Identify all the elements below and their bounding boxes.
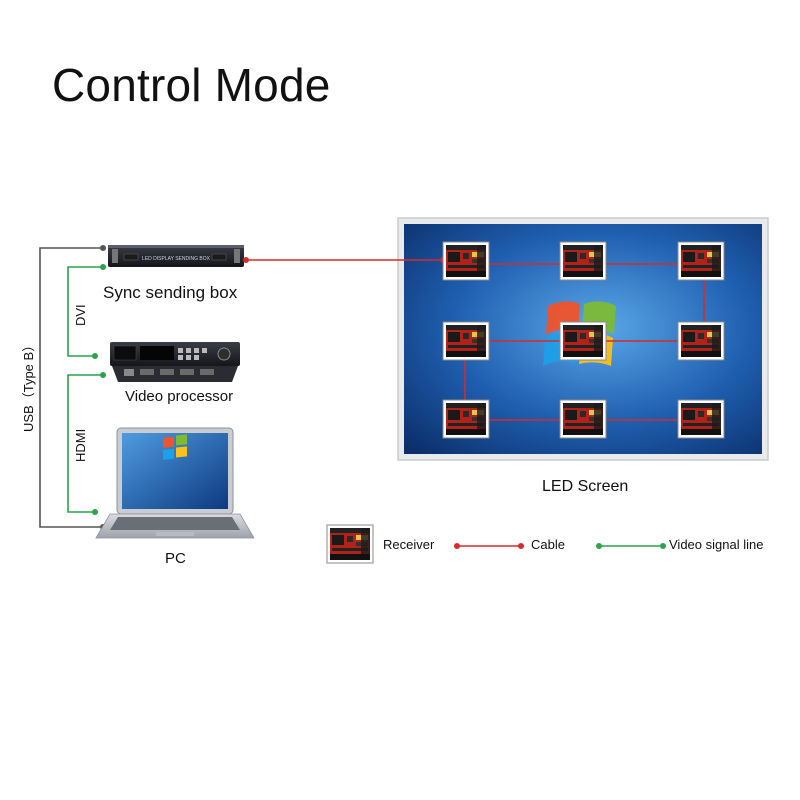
- video-processor-device: [110, 342, 240, 382]
- sync-sending-box: LED DISPLAY SENDING BOX: [108, 245, 244, 267]
- receiver-grid: [442, 241, 725, 439]
- receiver-board: [442, 321, 490, 361]
- page-title: Control Mode: [52, 59, 331, 111]
- sync-box-faceplate-text: LED DISPLAY SENDING BOX: [142, 256, 211, 262]
- legend-cable-swatch: [454, 543, 524, 549]
- legend-receiver-swatch: [326, 524, 374, 564]
- receiver-board: [559, 321, 607, 361]
- receiver-cables: [464, 263, 705, 421]
- legend-receiver-label: Receiver: [383, 537, 435, 552]
- usb-line: [39, 245, 106, 530]
- hdmi-signal-line: [67, 372, 106, 515]
- usb-label: USB（Type B）: [21, 338, 36, 432]
- pc-label: PC: [165, 550, 186, 567]
- receiver-board: [677, 321, 725, 361]
- legend-video-signal-label: Video signal line: [669, 537, 764, 552]
- receiver-board: [677, 399, 725, 439]
- legend-video-signal-swatch: [596, 543, 666, 549]
- receiver-board: [442, 399, 490, 439]
- led-screen-label: LED Screen: [542, 478, 629, 495]
- legend-cable-label: Cable: [531, 537, 565, 552]
- windows-logo-icon: [163, 434, 187, 460]
- receiver-board: [442, 241, 490, 281]
- pc-laptop: [95, 427, 255, 539]
- hdmi-label: HDMI: [73, 428, 88, 462]
- legend: [326, 524, 666, 564]
- video-processor-label: Video processor: [125, 388, 234, 405]
- receiver-board: [559, 241, 607, 281]
- receiver-board: [559, 399, 607, 439]
- sync-box-label: Sync sending box: [103, 283, 238, 302]
- dvi-signal-line: [67, 264, 106, 359]
- receiver-board: [677, 241, 725, 281]
- dvi-label: DVI: [73, 304, 88, 326]
